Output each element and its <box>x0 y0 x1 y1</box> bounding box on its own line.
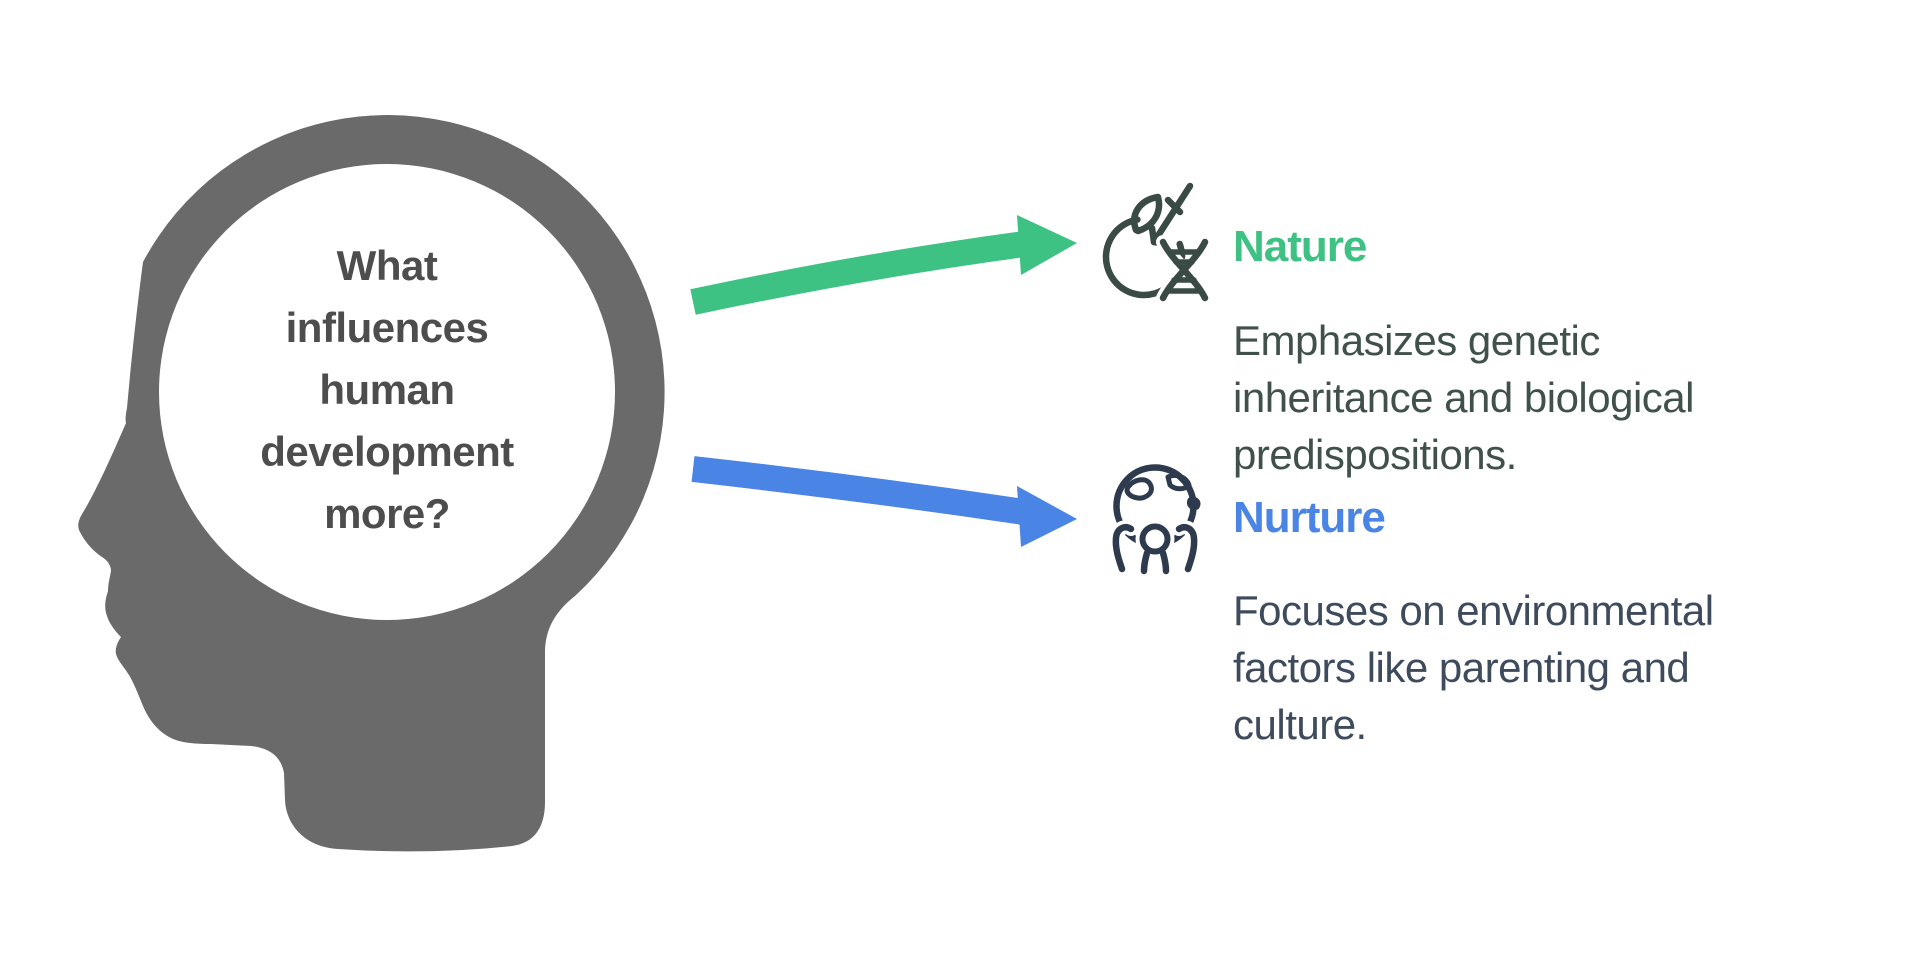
nurture-description-line: culture. <box>1233 701 1367 748</box>
question-line: What <box>336 242 438 289</box>
nature-description-line: Emphasizes genetic <box>1233 317 1600 364</box>
twig-line <box>1150 182 1194 246</box>
globe-person-icon <box>1108 464 1202 576</box>
person-left-leg <box>1140 549 1151 575</box>
dna-rungs <box>1165 249 1203 294</box>
person-right-leg <box>1159 549 1170 575</box>
apple-dna-icon <box>1102 182 1212 305</box>
question-line: human <box>319 366 455 413</box>
question-line: more? <box>324 490 450 537</box>
question-line: development <box>260 428 514 475</box>
question-line: influences <box>285 304 489 351</box>
nurture-description-line: factors like parenting and <box>1233 644 1690 691</box>
nature-arrow-shaft <box>690 231 1026 315</box>
twig-tick <box>1164 196 1184 216</box>
nature-description: Emphasizes genetic inheritance and biolo… <box>1233 312 1695 483</box>
globe-continents <box>1124 472 1201 510</box>
nurture-description: Focuses on environmental factors like pa… <box>1233 582 1714 753</box>
nurture-description-line: Focuses on environmental <box>1233 587 1714 634</box>
nature-heading: Nature <box>1233 222 1367 271</box>
person-right-arm <box>1175 524 1198 573</box>
person-head <box>1139 523 1171 555</box>
nature-description-line: inheritance and biological <box>1233 374 1695 421</box>
nurture-arrowhead <box>1017 486 1077 547</box>
person-left-arm <box>1112 524 1135 573</box>
nurture-arrow-shaft <box>691 456 1026 525</box>
nature-arrowhead <box>1017 215 1077 275</box>
thought-circle <box>159 164 615 620</box>
question-text: What influences human development more? <box>167 235 607 545</box>
nurture-heading: Nurture <box>1233 493 1386 542</box>
nature-description-line: predispositions. <box>1233 431 1517 478</box>
apple-leaf <box>1131 193 1163 235</box>
